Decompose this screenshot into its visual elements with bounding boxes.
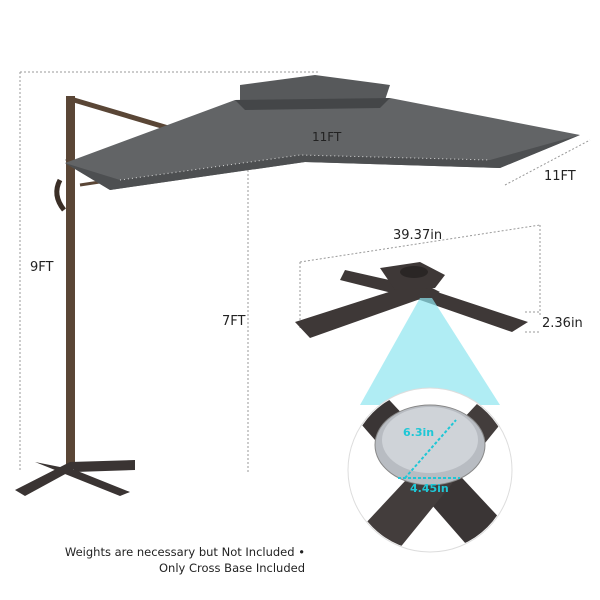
umbrella-pole [66, 96, 75, 466]
plate-diagonal-label: 6.3in [403, 426, 435, 439]
base-height-label: 2.36in [542, 316, 583, 331]
canopy-depth-label: 11FT [544, 169, 576, 184]
total-height-label: 9FT [30, 260, 54, 275]
plate-spacing-label: 4.45in [410, 482, 449, 495]
weights-note-line2: Only Cross Base Included [159, 561, 305, 575]
weights-note-line1: Weights are necessary but Not Included • [64, 545, 305, 559]
base-width-label: 39.37in [393, 228, 443, 243]
umbrella-cross-base [15, 460, 135, 496]
clearance-height-label: 7FT [222, 314, 246, 329]
weights-note: Weights are necessary but Not Included •… [40, 544, 305, 576]
umbrella-canopy [65, 75, 580, 190]
cross-base-detail [295, 262, 528, 338]
canopy-width-label: 11FT [312, 130, 342, 144]
mount-plate-inset [347, 387, 513, 553]
zoom-beam [360, 298, 500, 405]
